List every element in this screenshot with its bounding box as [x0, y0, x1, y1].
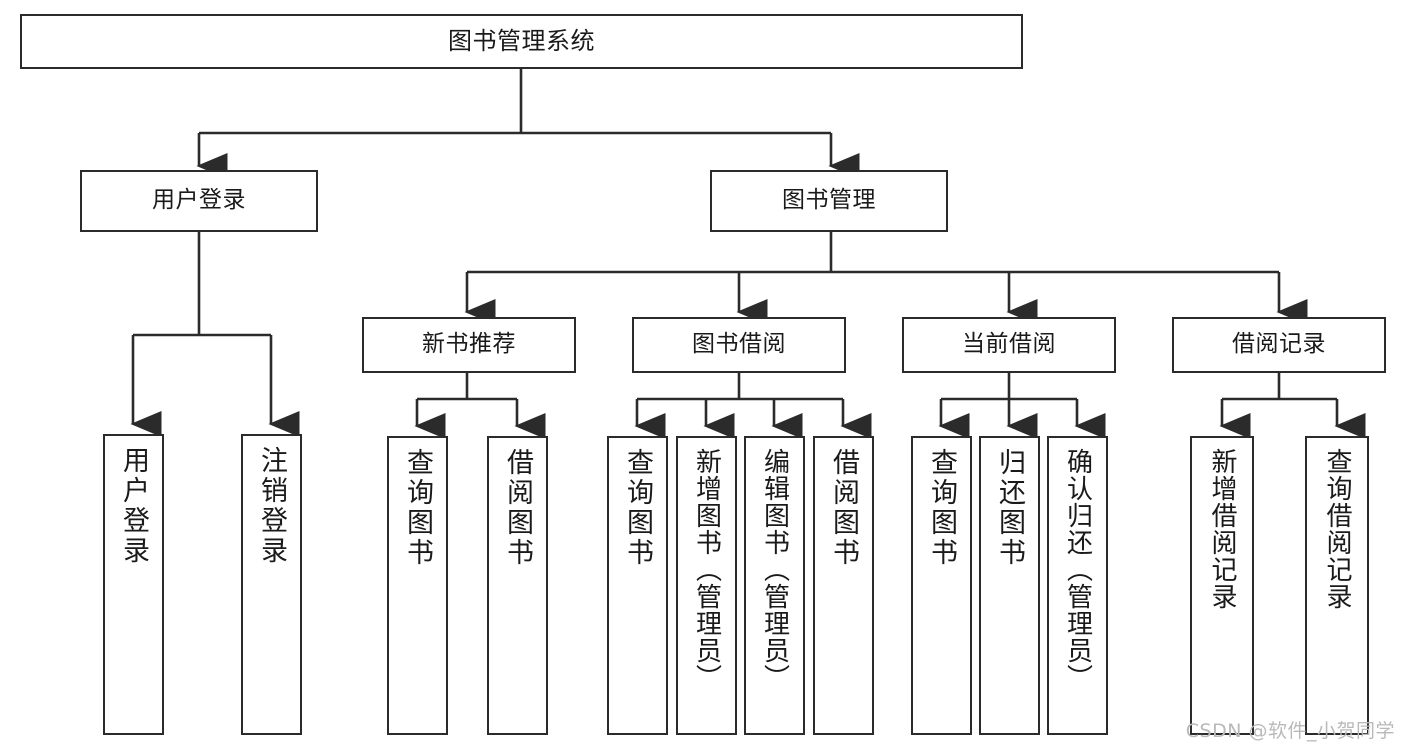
- node-leaf-add-borrow-record[interactable]: 新增借阅记录: [1190, 436, 1254, 735]
- node-leaf-query-borrow-record-label: 查询借阅记录: [1322, 448, 1352, 610]
- node-leaf-query-book-3[interactable]: 查询图书: [911, 436, 972, 735]
- node-new-book-recommend-label: 新书推荐: [422, 331, 516, 358]
- node-leaf-edit-book[interactable]: 编辑图书（管理员）: [744, 436, 805, 735]
- node-leaf-edit-book-label: 编辑图书（管理员）: [759, 448, 790, 691]
- node-root-label: 图书管理系统: [448, 27, 595, 56]
- node-current-borrow[interactable]: 当前借阅: [902, 317, 1116, 373]
- node-user-login-label: 用户登录: [152, 187, 246, 214]
- node-borrow-record-label: 借阅记录: [1232, 331, 1326, 358]
- node-book-borrow-label: 图书借阅: [692, 331, 786, 358]
- node-leaf-logout-login[interactable]: 注销登录: [241, 434, 302, 735]
- node-leaf-query-book-3-label: 查询图书: [926, 448, 957, 568]
- node-leaf-return-book[interactable]: 归还图书: [979, 436, 1040, 735]
- node-leaf-user-login[interactable]: 用户登录: [103, 434, 164, 735]
- node-current-borrow-label: 当前借阅: [962, 331, 1056, 358]
- node-leaf-add-borrow-record-label: 新增借阅记录: [1207, 448, 1237, 610]
- node-leaf-query-book-1-label: 查询图书: [402, 448, 433, 568]
- node-new-book-recommend[interactable]: 新书推荐: [362, 317, 576, 373]
- node-leaf-query-book-1[interactable]: 查询图书: [387, 436, 448, 735]
- node-leaf-query-borrow-record[interactable]: 查询借阅记录: [1305, 436, 1369, 735]
- node-book-management[interactable]: 图书管理: [710, 170, 948, 232]
- node-leaf-return-book-label: 归还图书: [994, 448, 1025, 568]
- node-leaf-add-book[interactable]: 新增图书（管理员）: [676, 436, 737, 735]
- node-leaf-query-book-2-label: 查询图书: [622, 448, 653, 568]
- node-leaf-borrow-book-1-label: 借阅图书: [502, 448, 533, 568]
- node-book-management-label: 图书管理: [782, 187, 876, 214]
- node-root[interactable]: 图书管理系统: [20, 14, 1023, 69]
- node-leaf-query-book-2[interactable]: 查询图书: [607, 436, 668, 735]
- node-leaf-add-book-label: 新增图书（管理员）: [691, 448, 722, 691]
- node-leaf-borrow-book-2[interactable]: 借阅图书: [813, 436, 874, 735]
- node-book-borrow[interactable]: 图书借阅: [632, 317, 846, 373]
- node-leaf-borrow-book-2-label: 借阅图书: [828, 448, 859, 568]
- node-user-login[interactable]: 用户登录: [80, 170, 318, 232]
- node-leaf-confirm-return-label: 确认归还（管理员）: [1062, 448, 1093, 691]
- node-borrow-record[interactable]: 借阅记录: [1172, 317, 1386, 373]
- node-leaf-borrow-book-1[interactable]: 借阅图书: [487, 436, 548, 735]
- node-leaf-user-login-label: 用户登录: [118, 446, 149, 566]
- node-leaf-confirm-return[interactable]: 确认归还（管理员）: [1047, 436, 1108, 735]
- watermark-text: CSDN @软件_小贺同学: [1185, 720, 1395, 742]
- node-leaf-logout-login-label: 注销登录: [256, 446, 287, 566]
